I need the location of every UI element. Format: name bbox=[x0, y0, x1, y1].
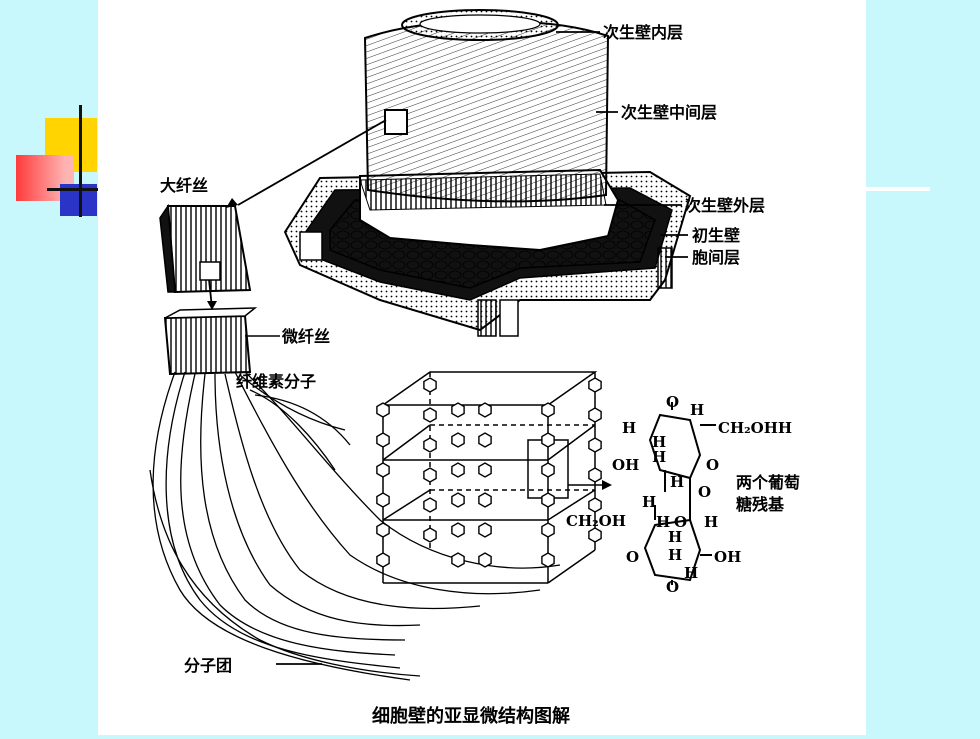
glucose-ring-mark bbox=[423, 407, 437, 423]
chem-h-ring-1: H bbox=[652, 433, 666, 451]
glucose-ring-mark bbox=[541, 462, 555, 478]
cell-wall-diagram: O H H CH₂OHH H H OH O H H O CH₂OH H O H … bbox=[149, 9, 800, 727]
glucose-ring-mark bbox=[423, 467, 437, 483]
chem-h-top: H bbox=[690, 401, 704, 419]
glucose-ring-mark bbox=[451, 492, 465, 508]
glucose-ring-mark bbox=[376, 492, 390, 508]
macrofibril-source-box bbox=[384, 109, 408, 135]
glucose-rings bbox=[643, 402, 716, 585]
decorative-white-line bbox=[866, 187, 930, 191]
lattice-box bbox=[380, 371, 604, 584]
glucose-ring-mark bbox=[451, 432, 465, 448]
glucose-ring-mark bbox=[478, 432, 492, 448]
cell-wall-block bbox=[283, 9, 692, 337]
glucose-ring-mark bbox=[451, 522, 465, 538]
label-glucose-residues-2: 糖残基 bbox=[736, 495, 785, 514]
glucose-ring-mark bbox=[541, 402, 555, 418]
cellulose-chain-rings bbox=[376, 377, 602, 568]
glucose-ring-mark bbox=[451, 402, 465, 418]
chem-ch2ohh: CH₂OHH bbox=[718, 419, 792, 437]
glucose-ring-mark bbox=[478, 492, 492, 508]
glucose-ring-mark bbox=[478, 462, 492, 478]
glucose-ring-mark bbox=[588, 497, 602, 513]
glucose-ring-mark bbox=[423, 527, 437, 543]
chem-oh-left: OH bbox=[612, 456, 639, 474]
chem-h-left: H bbox=[622, 419, 636, 437]
chem-o-low-ring: O bbox=[626, 548, 639, 566]
chem-o-low: O bbox=[674, 513, 687, 531]
glucose-ring-mark bbox=[376, 402, 390, 418]
figure-caption: 细胞壁的亚显微结构图解 bbox=[372, 705, 570, 727]
figure-panel: O H H CH₂OHH H H OH O H H O CH₂OH H O H … bbox=[98, 0, 866, 735]
chem-o-bottom: O bbox=[666, 578, 679, 596]
glucose-ring-mark bbox=[451, 552, 465, 568]
glucose-formula-text: O H H CH₂OHH H H OH O H H O CH₂OH H O H … bbox=[566, 393, 792, 596]
post-bottom-right bbox=[499, 299, 519, 337]
chem-ch2oh: CH₂OH bbox=[566, 512, 626, 530]
glucose-ring-mark bbox=[376, 432, 390, 448]
chem-h-bridge-2: H bbox=[642, 493, 656, 511]
decorative-vertical-line bbox=[79, 105, 82, 217]
label-microfibril: 微纤丝 bbox=[281, 327, 330, 346]
glucose-ring-mark bbox=[423, 377, 437, 393]
arrow-glucose bbox=[602, 480, 612, 490]
post-bottom-left bbox=[477, 299, 497, 337]
glucose-ring-mark bbox=[478, 552, 492, 568]
post-left bbox=[299, 231, 323, 261]
glucose-ring-mark bbox=[541, 522, 555, 538]
glucose-ring-mark bbox=[478, 402, 492, 418]
chem-o-top: O bbox=[666, 393, 679, 411]
chem-o-bridge: O bbox=[698, 483, 711, 501]
glucose-ring-mark bbox=[588, 407, 602, 423]
leader-lines bbox=[207, 31, 688, 309]
glucose-ring-mark bbox=[588, 467, 602, 483]
chem-h-bridge-1: H bbox=[670, 473, 684, 491]
cellulose-strands bbox=[149, 371, 561, 681]
label-primary-wall: 初生壁 bbox=[692, 226, 740, 245]
glucose-ring-mark bbox=[541, 492, 555, 508]
chem-oh-low: OH bbox=[714, 548, 741, 566]
arrow-microfibril bbox=[207, 301, 217, 310]
chem-o-ring-1: O bbox=[706, 456, 719, 474]
glucose-ring-mark bbox=[376, 462, 390, 478]
chem-h-low-3: H bbox=[668, 528, 682, 546]
glucose-ring-mark bbox=[588, 437, 602, 453]
label-glucose-residues-1: 两个葡萄 bbox=[736, 473, 800, 492]
chem-h-low-2: H bbox=[704, 513, 718, 531]
glucose-ring-mark bbox=[423, 497, 437, 513]
post-right bbox=[657, 247, 673, 289]
macrofibril-block bbox=[159, 203, 252, 294]
microfibril-block bbox=[163, 307, 280, 376]
decorative-horizontal-line bbox=[47, 188, 99, 191]
glucose-ring-mark bbox=[478, 522, 492, 538]
glucose-ring-mark bbox=[541, 552, 555, 568]
label-cellulose-molecule: 纤维素分子 bbox=[236, 372, 316, 391]
chem-h-low-4: H bbox=[668, 546, 682, 564]
glucose-ring-mark bbox=[423, 437, 437, 453]
glucose-ring-mark bbox=[451, 462, 465, 478]
chem-h-low-1: H bbox=[656, 513, 670, 531]
label-secondary-inner: 次生壁内层 bbox=[603, 23, 683, 42]
label-secondary-middle: 次生壁中间层 bbox=[621, 103, 717, 122]
glucose-ring-mark bbox=[588, 377, 602, 393]
chem-h-low-5: H bbox=[684, 564, 698, 582]
glucose-ring-mark bbox=[588, 527, 602, 543]
glucose-ring-mark bbox=[376, 552, 390, 568]
glucose-ring-mark bbox=[376, 522, 390, 538]
glucose-ring-mark bbox=[541, 432, 555, 448]
chem-h-ring-2: H bbox=[652, 448, 666, 466]
label-micelle: 分子团 bbox=[184, 656, 232, 675]
label-secondary-outer: 次生壁外层 bbox=[685, 196, 765, 215]
label-macrofibril: 大纤丝 bbox=[160, 176, 208, 195]
label-middle-lamella: 胞间层 bbox=[691, 248, 740, 267]
